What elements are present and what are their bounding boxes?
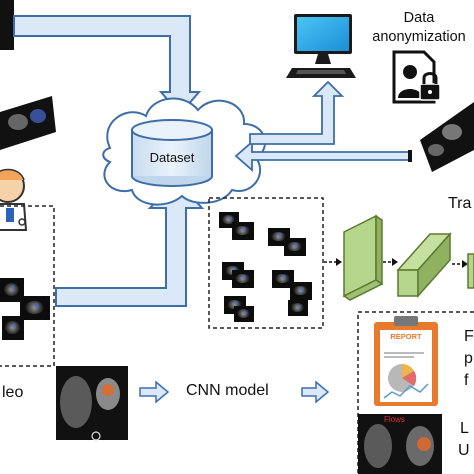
right-text-fragment-3: f bbox=[464, 372, 469, 389]
right-text-fragment-2: p bbox=[464, 350, 473, 367]
video-thumbnail bbox=[20, 296, 50, 320]
video-collection-frame bbox=[0, 205, 55, 367]
frame-thumbnail bbox=[290, 282, 312, 300]
monitor-icon bbox=[286, 14, 356, 78]
ultrasound-image-right bbox=[420, 102, 474, 172]
data-access-arrow bbox=[249, 80, 345, 145]
cnn-layer-3 bbox=[467, 253, 474, 289]
anonymized-data-arrow bbox=[234, 140, 411, 172]
frame-samples-box bbox=[208, 197, 324, 329]
ultrasound-video-frames bbox=[56, 366, 128, 441]
frame-thumbnail bbox=[234, 306, 254, 322]
frame-thumbnail bbox=[272, 270, 294, 288]
arrow-to-cnn bbox=[139, 380, 170, 404]
arrow-to-output bbox=[301, 380, 330, 404]
flow-output-image bbox=[358, 414, 442, 474]
video-thumbnail bbox=[0, 278, 24, 302]
input-flow-arrow-bottom bbox=[55, 178, 205, 307]
doctor-icon bbox=[0, 168, 28, 231]
cnn-model-label: CNN model bbox=[186, 382, 269, 399]
bottom-right-text-fragment-1: L bbox=[460, 420, 469, 437]
video-label-fragment: leo bbox=[2, 384, 24, 401]
frame-thumbnail bbox=[232, 270, 254, 288]
flows-tag: Flows bbox=[384, 415, 405, 424]
anonymous-user-lock-icon bbox=[392, 50, 441, 104]
right-text-fragment-1: F bbox=[464, 328, 474, 345]
ultrasound-image-top-left bbox=[0, 0, 14, 50]
frame-thumbnail bbox=[288, 300, 308, 316]
dataset-cylinder bbox=[131, 119, 213, 187]
ultrasound-image-left bbox=[0, 96, 56, 150]
report-title: REPORT bbox=[390, 332, 422, 341]
clipboard-report-icon bbox=[374, 316, 438, 406]
frame-thumbnail bbox=[284, 238, 306, 256]
dataset-label: Dataset bbox=[149, 150, 195, 165]
frame-thumbnail bbox=[232, 222, 254, 240]
cnn-layer-1 bbox=[342, 214, 384, 301]
training-label-fragment: Tra bbox=[448, 195, 472, 212]
data-anonymization-label: Data anonymization bbox=[372, 10, 466, 45]
video-thumbnail bbox=[2, 316, 24, 340]
bottom-right-text-fragment-2: U bbox=[458, 442, 470, 459]
cnn-layer-2 bbox=[396, 232, 452, 298]
